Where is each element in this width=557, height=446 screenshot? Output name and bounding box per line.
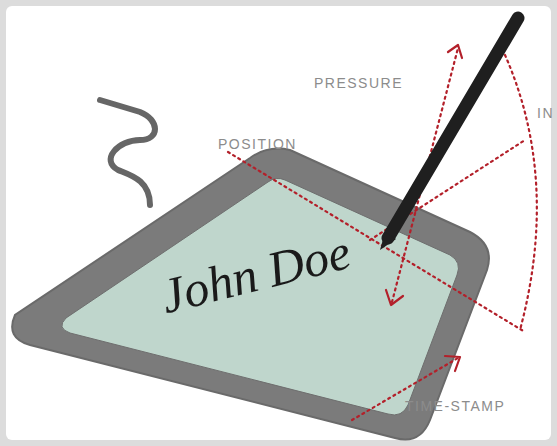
cable	[100, 100, 155, 205]
parameter-label: TIME-STAMP	[405, 398, 505, 414]
arrow-head	[386, 290, 403, 305]
inclination-arc	[505, 55, 537, 330]
parameter-label: IN	[537, 105, 554, 121]
parameter-label: PRESSURE	[314, 75, 403, 91]
stylus-tip	[380, 232, 396, 250]
arrow-head	[448, 45, 462, 58]
parameter-label: POSITION	[218, 136, 297, 152]
arrow-head	[445, 356, 460, 371]
stylus	[388, 18, 518, 238]
